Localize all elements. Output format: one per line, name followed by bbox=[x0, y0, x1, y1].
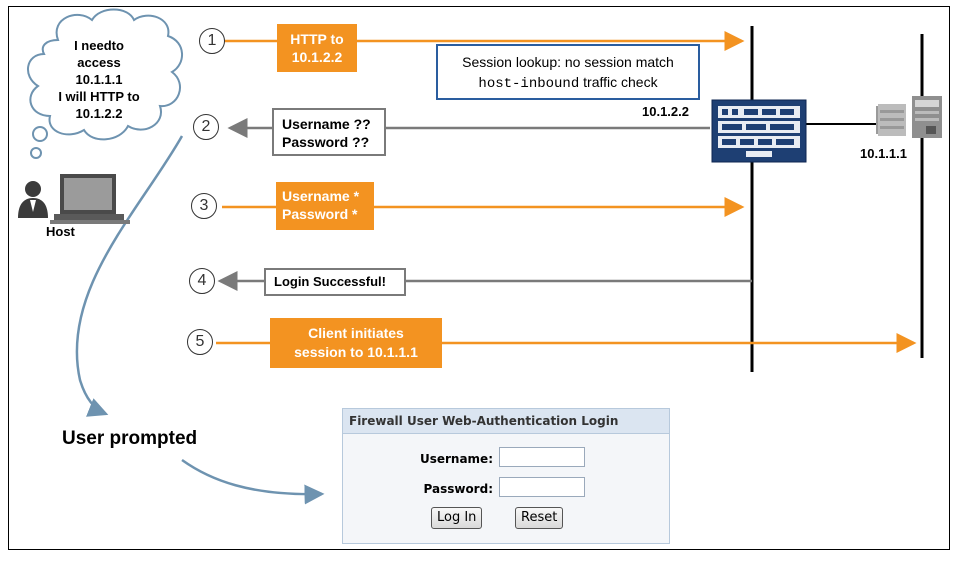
firewall-device-icon bbox=[711, 99, 807, 163]
message-line: Password ?? bbox=[282, 134, 370, 150]
message-line: session to 10.1.1.1 bbox=[294, 344, 418, 360]
message-line: 10.1.2.2 bbox=[291, 49, 343, 65]
step-1-message: HTTP to 10.1.2.2 bbox=[277, 24, 357, 72]
computer-icon bbox=[50, 174, 130, 224]
prompt-curve-1 bbox=[75, 135, 184, 417]
traffic-check-line: host-inbound traffic check bbox=[438, 72, 698, 94]
thought-cloud-text: I needto access 10.1.1.1 I will HTTP to … bbox=[34, 37, 164, 122]
step-3-message: Username * Password * bbox=[276, 182, 374, 230]
host-inbound-term: host-inbound bbox=[478, 76, 580, 92]
step-2-circle: 2 bbox=[193, 114, 219, 140]
step-3-circle: 3 bbox=[191, 193, 217, 219]
user-prompted-label: User prompted bbox=[62, 428, 198, 449]
session-lookup-line: Session lookup: no session match bbox=[462, 54, 674, 70]
message-line: Username ?? bbox=[282, 116, 371, 132]
step-5-circle: 5 bbox=[187, 329, 213, 355]
web-auth-login-panel: Firewall User Web-Authentication Login U… bbox=[342, 408, 670, 544]
reset-button[interactable]: Reset bbox=[515, 507, 564, 529]
step-5-message: Client initiates session to 10.1.1.1 bbox=[270, 318, 442, 368]
cloud-line: 10.1.2.2 bbox=[75, 106, 123, 121]
prompt-curve-2 bbox=[181, 458, 325, 505]
cloud-line: I needto bbox=[74, 38, 124, 53]
person-icon bbox=[18, 181, 48, 218]
cloud-line: access bbox=[77, 55, 121, 70]
cloud-line: 10.1.1.1 bbox=[75, 72, 123, 87]
server-ip-label: 10.1.1.1 bbox=[860, 146, 907, 161]
username-input[interactable] bbox=[499, 447, 585, 467]
step-4-circle: 4 bbox=[189, 268, 215, 294]
thought-cloud-shape bbox=[27, 8, 183, 159]
password-input[interactable] bbox=[499, 477, 585, 497]
server-icon bbox=[876, 96, 942, 138]
message-line: Username * bbox=[282, 188, 360, 204]
traffic-check-text: traffic check bbox=[579, 74, 658, 90]
log-in-button[interactable]: Log In bbox=[431, 507, 483, 529]
cloud-line: I will HTTP to bbox=[58, 89, 140, 104]
message-line: Client initiates bbox=[308, 325, 404, 341]
firewall-ip-label: 10.1.2.2 bbox=[642, 104, 689, 119]
step-2-message: Username ?? Password ?? bbox=[272, 108, 386, 156]
diagram-frame bbox=[8, 6, 950, 550]
host-label: Host bbox=[46, 224, 75, 239]
message-line: HTTP to bbox=[290, 31, 344, 47]
message-line: Password * bbox=[282, 206, 358, 222]
step-1-circle: 1 bbox=[199, 28, 225, 54]
username-label: Username: bbox=[419, 452, 493, 466]
session-lookup-box: Session lookup: no session match host-in… bbox=[436, 44, 700, 100]
step-4-message: Login Successful! bbox=[264, 268, 406, 296]
login-panel-title: Firewall User Web-Authentication Login bbox=[343, 409, 669, 434]
password-label: Password: bbox=[423, 482, 494, 496]
